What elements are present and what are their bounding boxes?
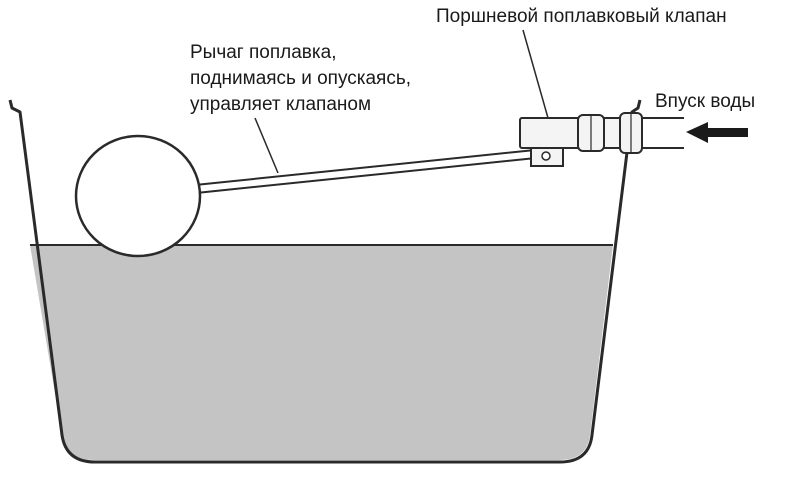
piston-float-valve <box>519 112 643 167</box>
float-lever-label: Рычаг поплавка, поднимаясь и опускаясь, … <box>190 40 411 118</box>
inlet-pipe <box>642 117 684 149</box>
valve-leader-line <box>522 29 549 119</box>
inflow-arrow-icon <box>686 122 748 143</box>
float-lever-arm <box>193 148 538 195</box>
float-ball <box>74 134 202 258</box>
water <box>30 245 613 460</box>
valve-label: Поршневой поплавковый клапан <box>436 6 727 27</box>
float-lever-label-line: Рычаг поплавка, <box>190 42 337 63</box>
tank <box>8 99 642 464</box>
float-lever-label-line: поднимаясь и опускаясь, <box>190 68 412 89</box>
float-lever-label-line: управляет клапаном <box>190 94 372 115</box>
lever-leader-line <box>254 117 279 174</box>
water-inlet-label: Впуск воды <box>655 91 756 112</box>
